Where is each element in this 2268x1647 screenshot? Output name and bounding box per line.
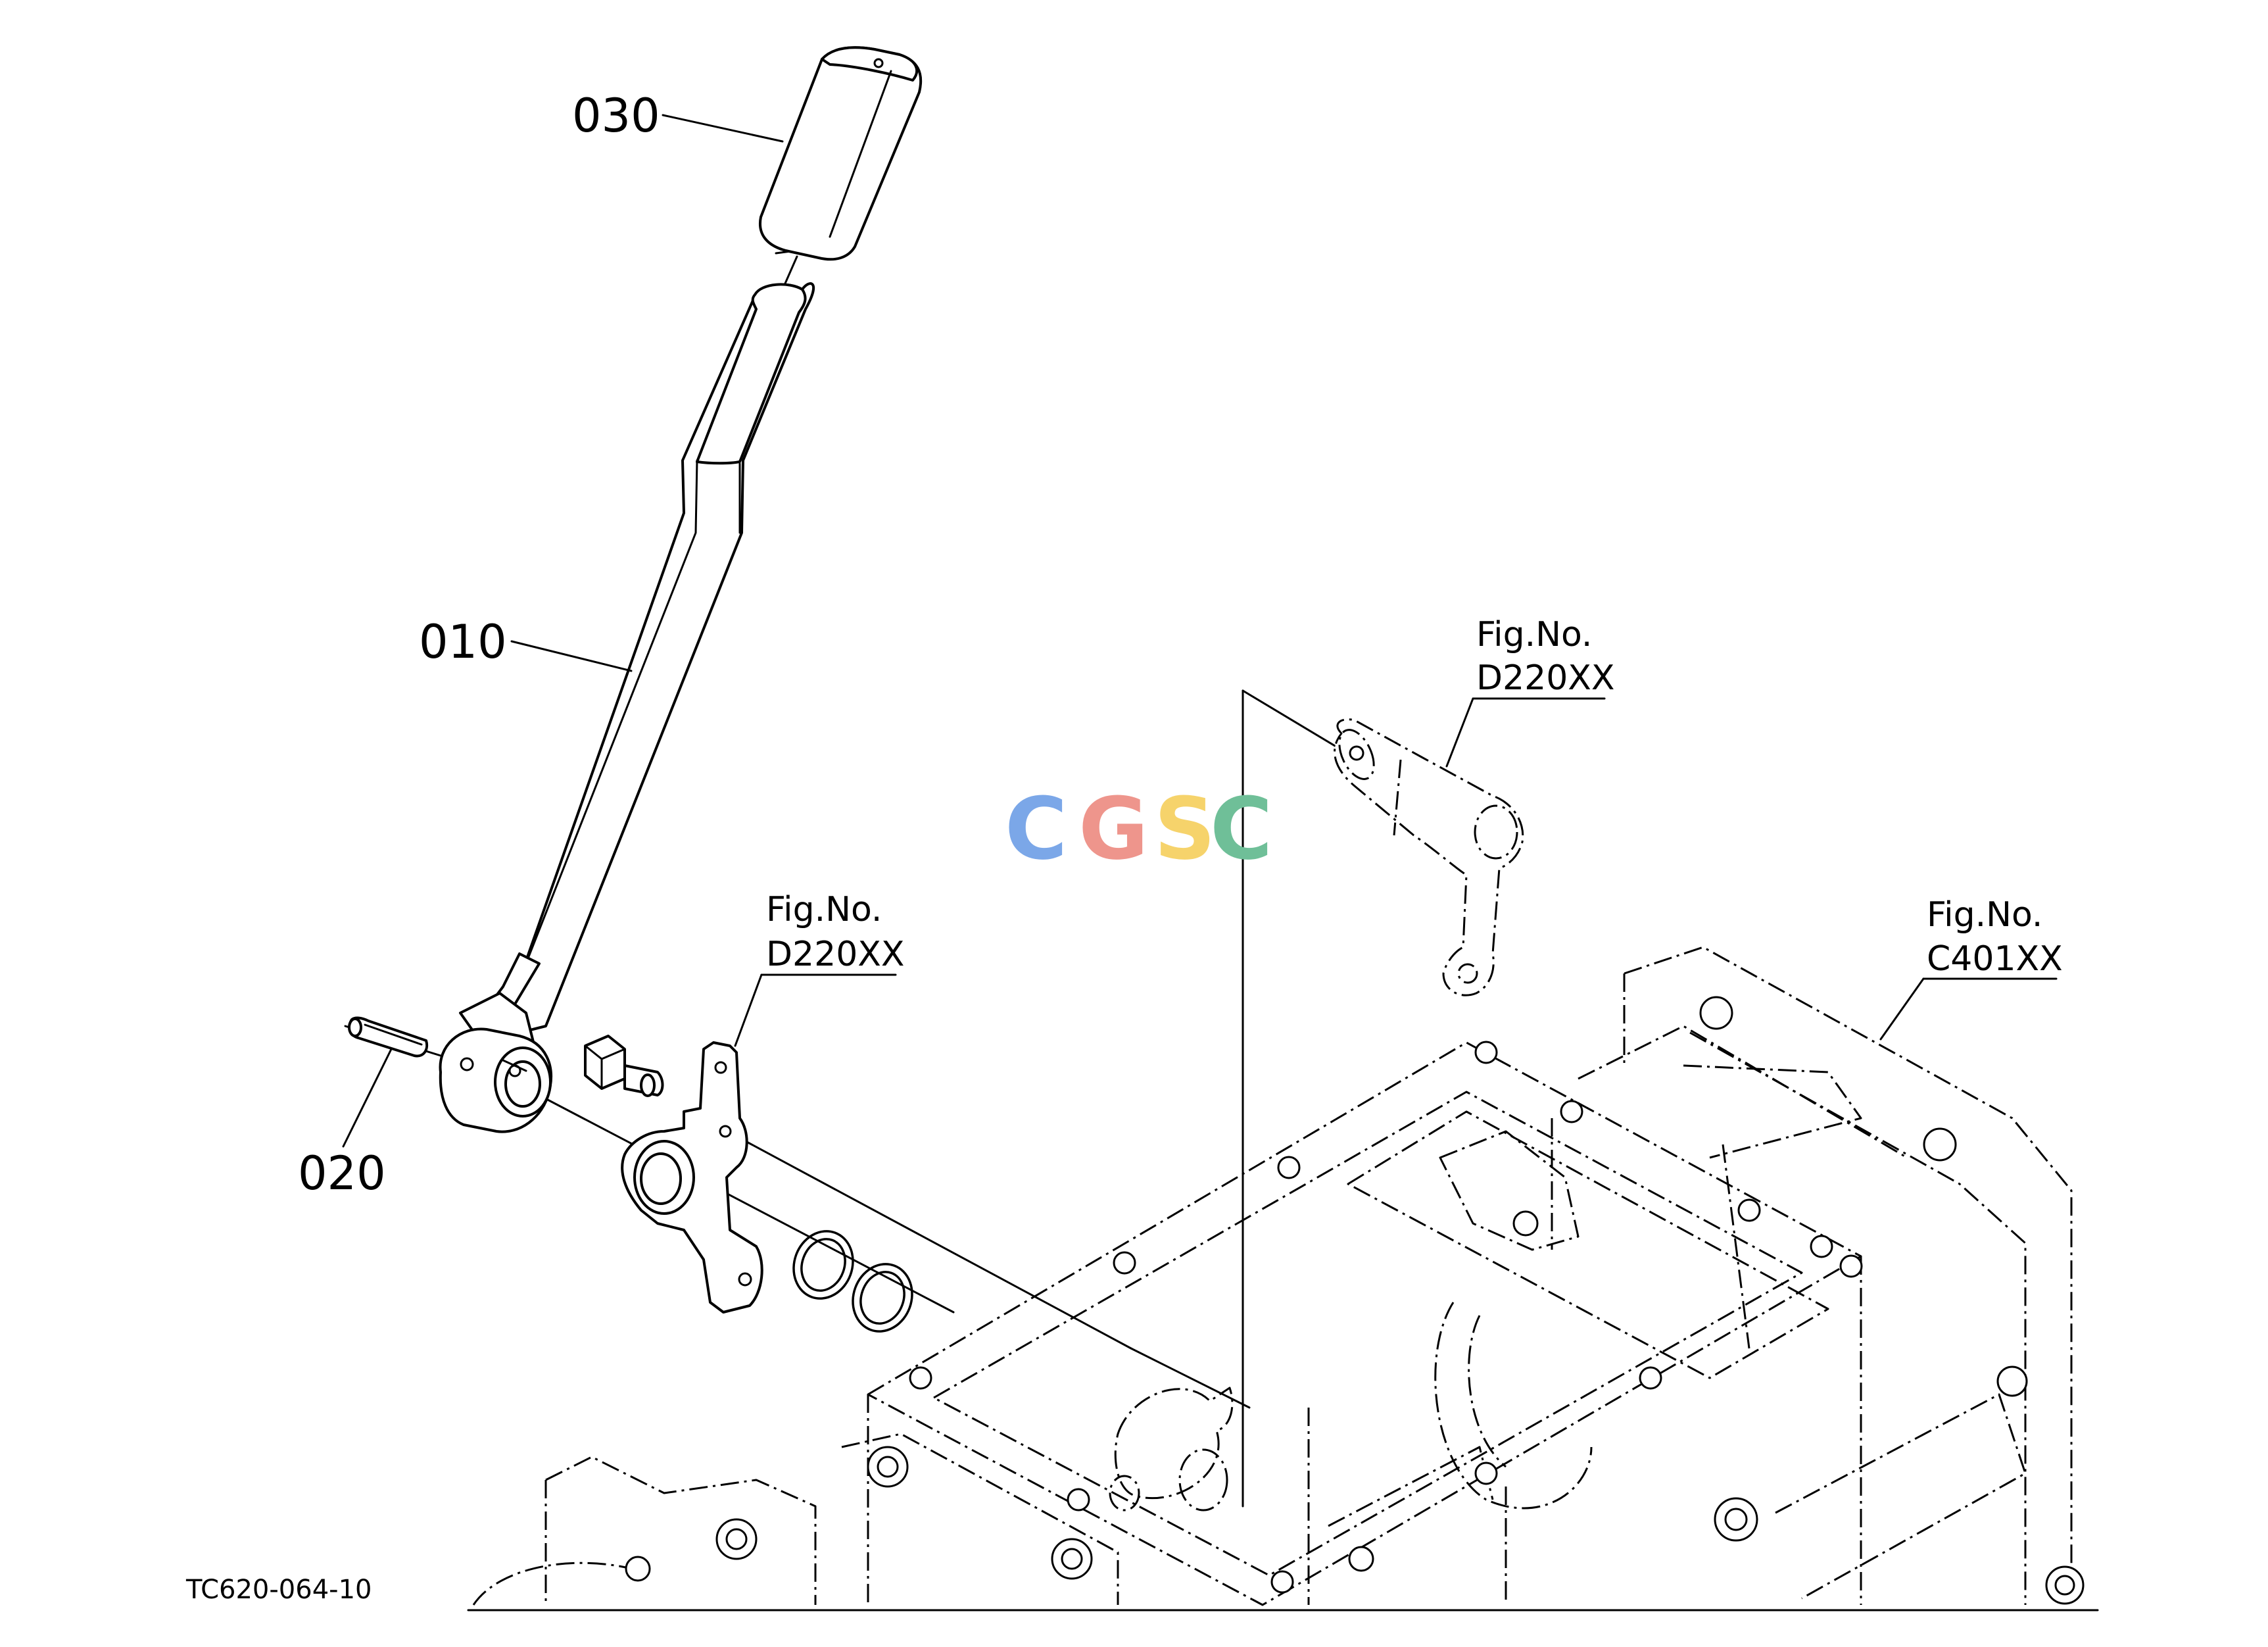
bracket-plate-referenced (621, 1041, 763, 1314)
fig-ref-1-title: Fig.No. (1476, 615, 1592, 654)
watermark-logo: C G S C (1005, 779, 1272, 879)
part-label-030: 030 (572, 89, 660, 143)
fig-ref-3-number: C401XX (1927, 939, 2063, 979)
housing-bolt-holes (625, 996, 2085, 1605)
part-label-010: 010 (419, 615, 507, 669)
housing-shaft-boss (1109, 1387, 1234, 1512)
part-callouts: 030 010 020 (298, 89, 784, 1200)
fig-ref-3-title: Fig.No. (1927, 895, 2042, 935)
transmission-housing (467, 946, 2099, 1611)
shift-arm-shaft-referenced (1334, 718, 1524, 996)
hex-bolt-referenced (584, 1035, 664, 1097)
watermark-letter: S (1154, 779, 1216, 879)
watermark-letter: C (1210, 779, 1272, 879)
fig-ref-1-number: D220XX (1476, 658, 1615, 698)
part-label-020: 020 (298, 1146, 386, 1200)
fig-ref-2-number: D220XX (766, 935, 905, 974)
fig-ref-2-title: Fig.No. (766, 890, 882, 929)
lever-part-010[interactable] (439, 282, 815, 1133)
o-rings-referenced (792, 1230, 913, 1333)
figure-references: Fig.No. D220XX Fig.No. D220XX Fig.No. C4… (734, 615, 2063, 1047)
spring-pin-part-020[interactable] (348, 1016, 428, 1058)
drawing-code: TC620-064-10 (185, 1575, 372, 1605)
watermark-letter: C (1005, 779, 1067, 879)
watermark-letter: G (1078, 779, 1149, 879)
grip-knob-part-030[interactable] (759, 46, 923, 261)
